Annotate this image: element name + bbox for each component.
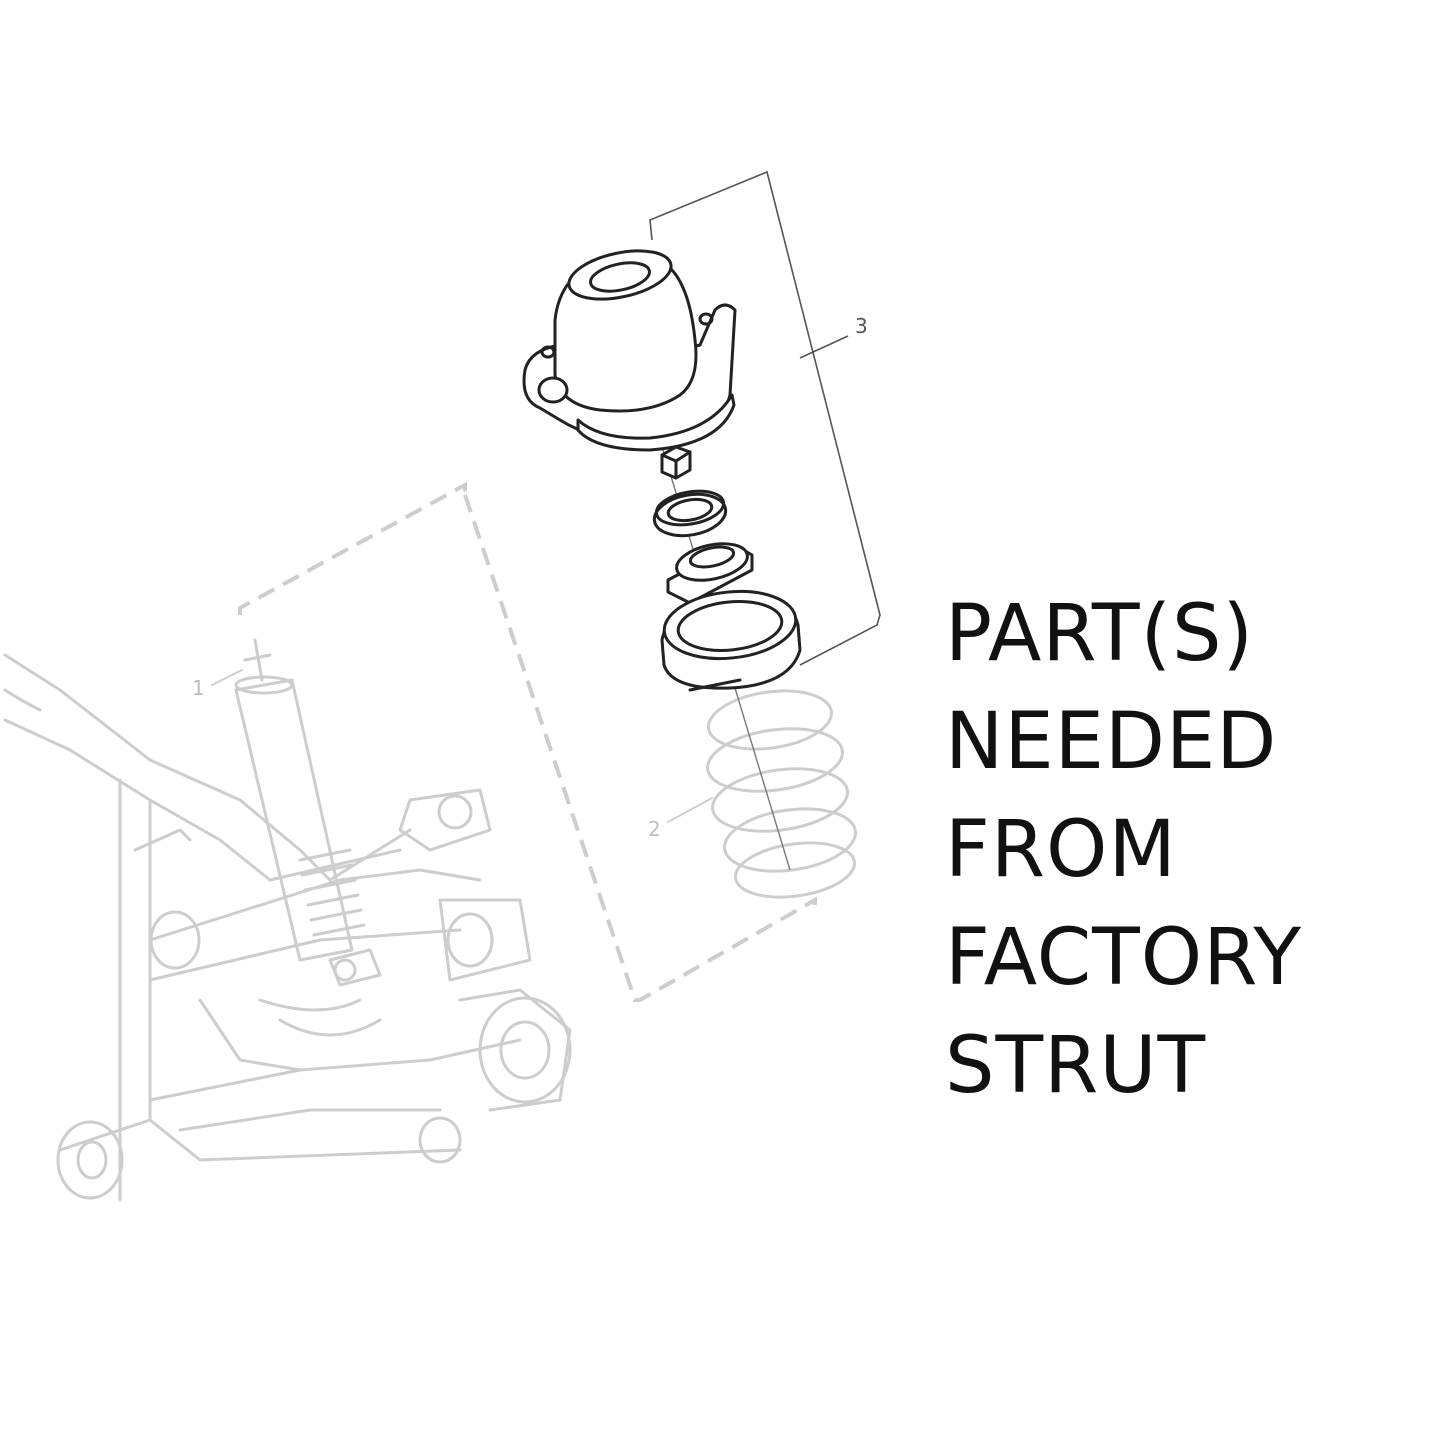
callout-3: 3 [649, 170, 881, 666]
bearing-ring [652, 489, 728, 538]
spring-isolator-ring [660, 589, 802, 692]
callout-2: 2 [648, 797, 713, 841]
callout-1: 1 [192, 669, 243, 700]
rear-subframe [3, 653, 532, 1202]
coil-spring [706, 689, 857, 899]
caption-line: STRUT [945, 1021, 1207, 1111]
strut-top-mount [522, 249, 737, 452]
svg-text:1: 1 [192, 676, 205, 700]
caption-line: PART(S) [945, 589, 1254, 679]
wheel-hub [458, 988, 572, 1112]
caption-line: FACTORY [945, 913, 1303, 1003]
caption-line: FROM [945, 805, 1177, 895]
svg-text:3: 3 [855, 314, 868, 338]
strut-nut [660, 445, 692, 480]
dashed-group-bracket [238, 481, 817, 1002]
parts-needed-caption: PART(S) NEEDED FROM FACTORY STRUT [945, 580, 1425, 1120]
caption-line: NEEDED [945, 697, 1278, 787]
svg-text:2: 2 [648, 817, 661, 841]
shock-absorber [234, 638, 382, 987]
spring-seat-plate [666, 542, 754, 605]
